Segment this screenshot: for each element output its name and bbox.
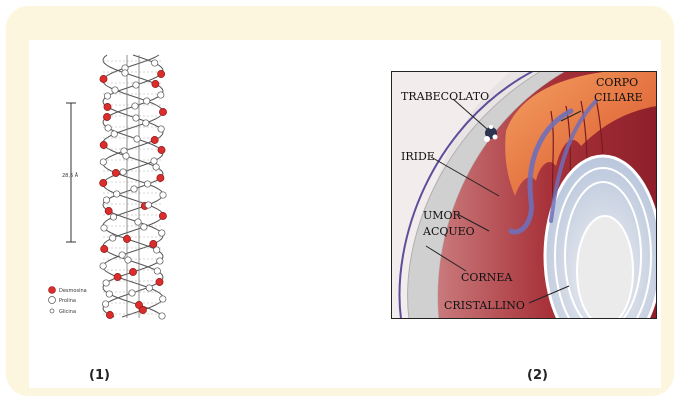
residue-bead bbox=[151, 158, 157, 164]
residue-bead bbox=[110, 214, 116, 220]
residue-bead bbox=[133, 115, 139, 121]
residue-bead bbox=[125, 257, 131, 263]
residue-bead bbox=[104, 93, 110, 99]
residue-bead bbox=[129, 268, 136, 275]
residue-bead bbox=[159, 230, 165, 236]
label-ciliare: CILIARE bbox=[594, 91, 643, 104]
residue-bead bbox=[156, 278, 163, 285]
residue-bead bbox=[159, 212, 166, 219]
figure2-caption: (2) bbox=[527, 368, 548, 383]
residue-bead bbox=[144, 181, 150, 187]
label-cornea: CORNEA bbox=[461, 271, 513, 284]
legend-label: Glicina bbox=[59, 309, 76, 315]
residue-bead bbox=[146, 285, 152, 291]
label-cristallino: CRISTALLINO bbox=[444, 299, 525, 312]
residue-bead bbox=[157, 174, 164, 181]
residue-bead bbox=[134, 136, 140, 142]
residue-bead bbox=[133, 82, 139, 88]
residue-bead bbox=[157, 258, 163, 264]
residue-bead bbox=[150, 240, 157, 247]
residue-bead bbox=[152, 60, 158, 66]
small-circle-icon bbox=[50, 309, 54, 313]
residue-bead bbox=[135, 219, 141, 225]
label-acqueo: ACQUEO bbox=[422, 225, 475, 238]
residue-bead bbox=[112, 87, 118, 93]
residue-bead bbox=[114, 191, 120, 197]
red-circle-icon bbox=[49, 287, 56, 294]
eye-anatomy-figure: TRABECOLATO CORPO CILIARE IRIDE UMOR ACQ… bbox=[391, 71, 657, 319]
residue-bead bbox=[159, 108, 166, 115]
label-corpo: CORPO bbox=[596, 76, 638, 89]
residue-bead bbox=[100, 159, 106, 165]
residue-bead bbox=[159, 313, 165, 319]
residue-bead bbox=[123, 235, 130, 242]
residue-bead bbox=[102, 301, 108, 307]
residue-bead bbox=[158, 70, 165, 77]
residue-bead bbox=[110, 235, 116, 241]
residue-bead bbox=[112, 169, 119, 176]
residue-bead bbox=[120, 169, 126, 175]
label-trabecolato: TRABECOLATO bbox=[401, 90, 489, 103]
residue-bead bbox=[103, 113, 110, 120]
legend-label: Prolina bbox=[59, 298, 76, 304]
residue-bead bbox=[151, 136, 158, 143]
residue-bead bbox=[119, 252, 125, 258]
figure1-caption: (1) bbox=[89, 368, 110, 383]
residue-bead bbox=[106, 291, 112, 297]
residue-bead bbox=[111, 131, 117, 137]
residue-bead bbox=[100, 141, 107, 148]
residue-bead bbox=[145, 202, 151, 208]
residue-bead bbox=[144, 98, 150, 104]
residue-bead bbox=[131, 186, 137, 192]
label-iride: IRIDE bbox=[401, 150, 435, 163]
residue-bead bbox=[158, 146, 165, 153]
residue-bead bbox=[143, 120, 149, 126]
residue-bead bbox=[160, 296, 166, 302]
residue-bead bbox=[158, 92, 164, 98]
residue-bead bbox=[105, 207, 112, 214]
residue-bead bbox=[132, 103, 138, 109]
legend: Desmosina Prolina Glicina bbox=[49, 287, 87, 316]
residue-bead bbox=[139, 306, 146, 313]
residue-bead bbox=[101, 225, 107, 231]
residue-bead bbox=[105, 125, 111, 131]
residue-bead bbox=[100, 263, 106, 269]
residue-bead bbox=[101, 245, 108, 252]
residue-bead bbox=[160, 192, 166, 198]
residue-bead bbox=[100, 179, 107, 186]
residue-bead bbox=[114, 273, 121, 280]
collagen-helix-figure: 28,6 Å Desmosina Prolina Glicina bbox=[48, 50, 188, 325]
white-circle-icon bbox=[49, 297, 56, 304]
residue-bead bbox=[122, 70, 128, 76]
residue-bead bbox=[154, 268, 160, 274]
residue-bead bbox=[123, 153, 129, 159]
residue-bead bbox=[153, 164, 159, 170]
label-umor: UMOR bbox=[423, 209, 462, 222]
dimension-label: 28,6 Å bbox=[62, 172, 79, 179]
residue-bead bbox=[152, 80, 159, 87]
residue-bead bbox=[158, 126, 164, 132]
residue-bead bbox=[106, 311, 113, 318]
legend-label: Desmosina bbox=[59, 288, 87, 294]
residue-bead bbox=[129, 290, 135, 296]
residue-bead bbox=[103, 280, 109, 286]
residue-bead bbox=[100, 75, 107, 82]
residue-bead bbox=[141, 224, 147, 230]
residue-bead bbox=[104, 103, 111, 110]
residue-bead bbox=[103, 197, 109, 203]
